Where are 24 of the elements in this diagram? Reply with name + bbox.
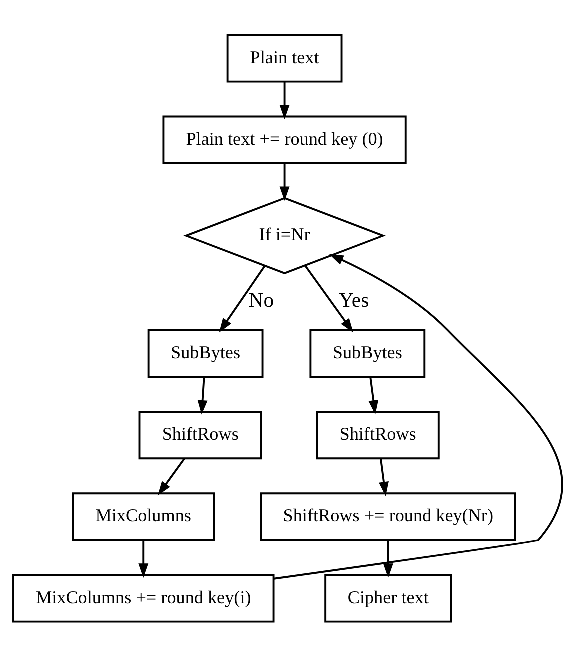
arrow — [158, 458, 186, 496]
arrow — [383, 540, 394, 578]
node-box: Cipher text — [324, 574, 452, 623]
node-box: ShiftRows — [138, 411, 262, 460]
arrow — [198, 377, 208, 415]
node-box: Plain text += round key (0) — [162, 116, 407, 164]
node-box: MixColumns += round key(i) — [12, 574, 275, 623]
arrow — [138, 540, 149, 578]
node-box: Plain text — [226, 34, 343, 83]
arrow — [280, 163, 290, 202]
edge-label: No — [248, 290, 274, 312]
node-box: SubBytes — [310, 329, 426, 378]
edge-label: Yes — [338, 290, 370, 312]
arrow — [274, 254, 564, 580]
node-box: ShiftRows — [316, 411, 440, 460]
arrow — [304, 265, 354, 333]
node-box: MixColumns — [72, 492, 216, 542]
node-box: SubBytes — [148, 329, 264, 378]
arrow — [280, 82, 290, 120]
arrow — [379, 458, 389, 496]
arrow — [368, 377, 379, 415]
node-diamond: If i=Nr — [184, 197, 386, 274]
node-box: ShiftRows += round key(Nr) — [260, 492, 516, 542]
arrow — [219, 266, 266, 333]
